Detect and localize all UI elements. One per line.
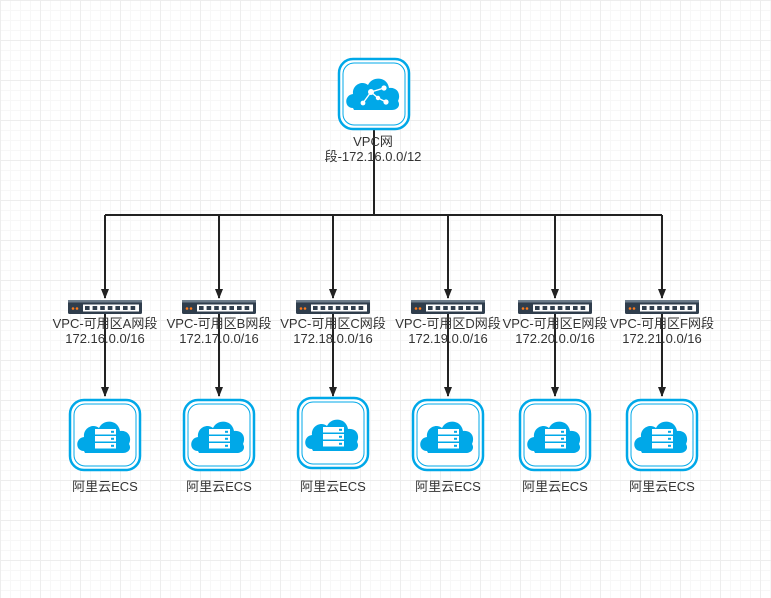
network-switch-icon[interactable] (411, 300, 485, 314)
ecs-server-cloud-icon[interactable] (411, 398, 485, 472)
subnet-name: VPC-可用区C网段 (280, 316, 386, 331)
subnet-cidr: 172.16.0.0/16 (65, 331, 145, 346)
subnet-cidr: 172.17.0.0/16 (179, 331, 259, 346)
ecs-server-cloud-icon[interactable] (625, 398, 699, 472)
subnet-cidr: 172.18.0.0/16 (293, 331, 373, 346)
ecs-label: 阿里云ECS (300, 479, 366, 494)
connector-lines (101, 130, 666, 397)
ecs-server-cloud-icon[interactable] (518, 398, 592, 472)
subnet-cidr: 172.20.0.0/16 (515, 331, 595, 346)
network-switch-icon[interactable] (518, 300, 592, 314)
subnet-b-label: VPC-可用区B网段 172.17.0.0/16 (159, 316, 279, 346)
root-label-line1: VPC网 (353, 134, 393, 149)
ecs-label: 阿里云ECS (629, 479, 695, 494)
subnet-cidr: 172.19.0.0/16 (408, 331, 488, 346)
subnet-f-label: VPC-可用区F网段 172.21.0.0/16 (602, 316, 722, 346)
subnet-name: VPC-可用区E网段 (502, 316, 608, 331)
ecs-server-cloud-icon[interactable] (182, 398, 256, 472)
network-switch-icon[interactable] (296, 300, 370, 314)
subnet-c-label: VPC-可用区C网段 172.18.0.0/16 (273, 316, 393, 346)
ecs-label: 阿里云ECS (415, 479, 481, 494)
subnet-cidr: 172.21.0.0/16 (622, 331, 702, 346)
root-label: VPC网 段-172.16.0.0/12 (300, 134, 446, 164)
subnet-name: VPC-可用区B网段 (166, 316, 272, 331)
network-switch-icon[interactable] (68, 300, 142, 314)
subnet-name: VPC-可用区D网段 (395, 316, 501, 331)
ecs-server-cloud-icon[interactable] (296, 396, 370, 470)
subnet-name: VPC-可用区A网段 (52, 316, 158, 331)
subnet-d-label: VPC-可用区D网段 172.19.0.0/16 (388, 316, 508, 346)
network-switch-icon[interactable] (625, 300, 699, 314)
subnet-a-label: VPC-可用区A网段 172.16.0.0/16 (45, 316, 165, 346)
ecs-label: 阿里云ECS (72, 479, 138, 494)
vpc-cloud-network-icon[interactable] (337, 57, 411, 131)
subnet-name: VPC-可用区F网段 (609, 316, 714, 331)
root-label-line2: 段-172.16.0.0/12 (324, 149, 422, 164)
network-switch-icon[interactable] (182, 300, 256, 314)
ecs-label: 阿里云ECS (522, 479, 588, 494)
subnet-e-label: VPC-可用区E网段 172.20.0.0/16 (495, 316, 615, 346)
ecs-server-cloud-icon[interactable] (68, 398, 142, 472)
ecs-label: 阿里云ECS (186, 479, 252, 494)
